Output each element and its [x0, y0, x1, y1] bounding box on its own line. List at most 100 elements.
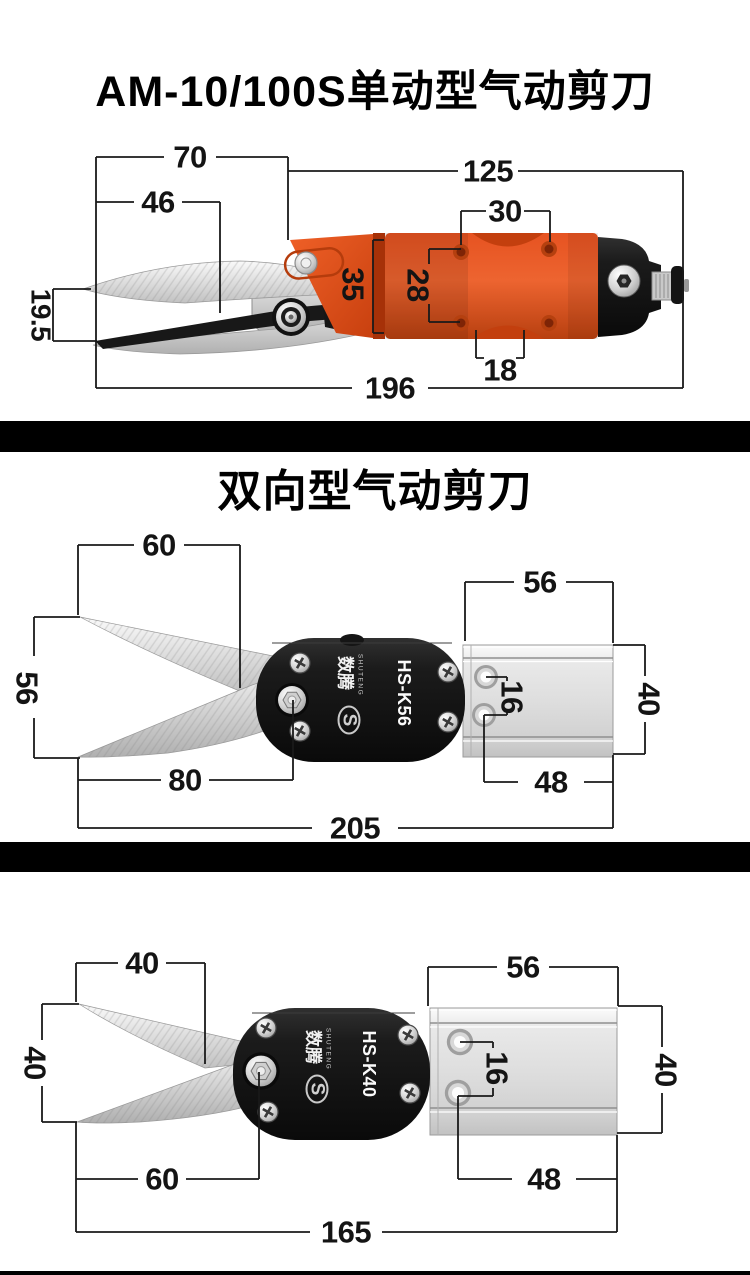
dim-56-left-value: 56	[10, 671, 45, 705]
pivot-bolt	[272, 298, 310, 336]
dim-125-value: 125	[463, 154, 513, 189]
dim-60-value: 60	[142, 528, 175, 563]
body-screw	[436, 710, 460, 734]
body-screw	[398, 1081, 422, 1105]
body-screw-hole	[453, 315, 469, 331]
head-slot	[283, 247, 345, 280]
body-bump	[340, 634, 364, 646]
dim-40-right: 40	[617, 1005, 684, 1134]
dim-56-top: 56	[464, 565, 614, 643]
tool-hs-k56: 数腾 SHUTENG S HS-K56	[77, 616, 614, 762]
dim-196-value: 196	[365, 371, 415, 406]
dim-18: 18	[475, 330, 525, 388]
lower-blade-hatch	[78, 676, 313, 758]
dim-60-value: 60	[145, 1162, 178, 1197]
dim-165: 165	[76, 1135, 618, 1250]
brand-logo-letter: S	[307, 1083, 328, 1096]
dim-60: 60	[75, 1072, 260, 1232]
dimensions-hs-k56: 60 56 80 205 56 40	[10, 528, 667, 843]
dim-125: 125	[288, 154, 684, 388]
dim-30-value: 30	[488, 194, 521, 229]
dim-35-value: 35	[336, 267, 371, 301]
dim-19-5: 19.5	[26, 288, 97, 342]
body-screw-hole	[541, 241, 557, 257]
brand-name-en: SHUTENG	[357, 654, 364, 696]
dim-30: 30	[460, 194, 551, 245]
upper-blade-hatch	[80, 617, 291, 692]
dim-46-value: 46	[141, 185, 175, 220]
model-label: HS-K40	[359, 1030, 379, 1097]
diagram-am10-100s: 70 125 46 30 19.5 35	[26, 140, 689, 406]
end-cap-hex-center	[621, 278, 627, 284]
body-screw	[288, 651, 312, 675]
dim-48-value: 48	[527, 1162, 561, 1197]
dim-40-right: 40	[613, 644, 667, 755]
section-divider-3	[0, 1271, 750, 1275]
dim-16: 16	[458, 1041, 515, 1097]
brand-name-en: SHUTENG	[325, 1028, 332, 1070]
body-screw	[396, 1023, 420, 1047]
dim-70: 70	[95, 140, 289, 388]
dim-16: 16	[484, 676, 530, 716]
tool-body	[233, 1008, 430, 1140]
cylinder-block	[462, 644, 614, 758]
dim-40-right-value: 40	[632, 682, 667, 715]
body-screw	[256, 1100, 280, 1124]
brand-name-cn: 数腾	[336, 656, 356, 691]
dim-196: 196	[96, 371, 683, 406]
section2-title: 双向型气动剪刀	[217, 467, 533, 516]
pivot-nut	[274, 682, 310, 718]
body-waist-bottom	[472, 325, 544, 339]
section-divider-1	[0, 421, 750, 452]
dim-80: 80	[77, 700, 294, 828]
dim-70-value: 70	[173, 140, 206, 175]
dim-16-value: 16	[480, 1051, 515, 1085]
dim-60: 60	[77, 528, 241, 688]
dim-165-value: 165	[321, 1215, 371, 1250]
dim-18-value: 18	[483, 353, 517, 388]
body-screw	[254, 1016, 278, 1040]
dim-48-value: 48	[534, 765, 568, 800]
tool-am10-100s	[81, 233, 689, 355]
dim-48: 48	[457, 1096, 617, 1197]
dim-56-top-value: 56	[523, 565, 557, 600]
brand-logo-outline	[305, 1074, 329, 1104]
dim-16-value: 16	[495, 680, 530, 714]
dim-40-left: 40	[18, 1003, 79, 1123]
section1-title: AM-10/100S单动型气动剪刀	[95, 68, 655, 116]
dimensions-hs-k40: 40 40 56 40 16 48	[18, 946, 684, 1250]
dim-48: 48	[483, 715, 613, 800]
dim-205: 205	[78, 755, 614, 843]
model-label: HS-K56	[394, 659, 414, 726]
head-screw-center	[300, 257, 312, 269]
orange-body	[385, 233, 598, 339]
dimensions-am10-100s: 70 125 46 30 19.5 35	[26, 140, 684, 406]
upper-blade-hatch	[79, 1004, 266, 1068]
dim-80-value: 80	[168, 763, 201, 798]
brand-logo-outline	[337, 705, 361, 735]
dim-28: 28	[401, 248, 461, 323]
dim-56-left: 56	[10, 616, 80, 759]
pivot-nut	[241, 1051, 281, 1091]
dim-40-top-value: 40	[125, 946, 158, 981]
diagram-hs-k56: 数腾 SHUTENG S HS-K56 60 56 80 205	[10, 528, 667, 843]
dim-28-value: 28	[401, 268, 436, 302]
dim-40-left-value: 40	[18, 1046, 53, 1079]
air-fitting	[651, 266, 689, 304]
head-body-joint	[373, 233, 385, 339]
tool-hs-k40: 数腾 SHUTENG S HS-K40	[76, 1003, 618, 1140]
brand-name-cn: 数腾	[304, 1030, 324, 1065]
diagram-hs-k40: 数腾 SHUTENG S HS-K40 40 40 56 40	[18, 946, 684, 1250]
section-divider-2	[0, 842, 750, 872]
dim-205-value: 205	[330, 811, 380, 843]
body-waist-top	[472, 233, 544, 247]
body-screw-hole	[541, 315, 557, 331]
brand-logo-letter: S	[339, 714, 360, 727]
dim-40-top: 40	[75, 946, 206, 1064]
dim-35: 35	[336, 239, 384, 334]
dim-56-top-value: 56	[506, 950, 540, 985]
dim-19-5-value: 19.5	[26, 289, 57, 342]
dim-46: 46	[96, 185, 221, 313]
body-right-shade	[568, 233, 598, 339]
